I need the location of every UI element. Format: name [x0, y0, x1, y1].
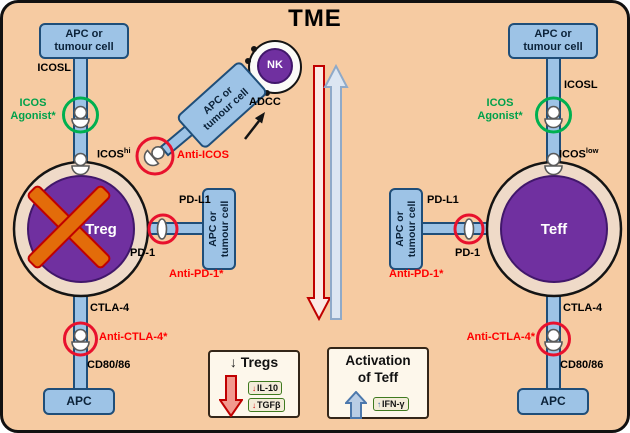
right-pdl1-label: PD-L1: [427, 194, 459, 206]
ctla4-receptor-right-icon: [544, 328, 563, 352]
teff-legend-box: Activation of Teff ↑ IFN-γ: [327, 347, 429, 419]
left-pd1-label: PD-1: [130, 247, 156, 259]
left-icos-agonist-line2: Agonist*: [10, 110, 56, 123]
teff-legend-title-line2: of Teff: [357, 369, 399, 385]
teff-cell-body: [500, 175, 608, 283]
tregs-legend-title-text: Tregs: [240, 354, 279, 370]
up-arrow-icon: ↑: [377, 399, 381, 409]
ifng-badge: ↑ IFN-γ: [373, 397, 409, 411]
icos-receptor-teff-icon: [544, 152, 563, 176]
right-pd1-label: PD-1: [455, 247, 481, 259]
right-pd-apc-tumour-box: APC or tumour cell: [389, 188, 423, 270]
right-pd-apc-tumour-line2: tumour cell: [406, 200, 418, 258]
left-icos-agonist-label: ICOS Agonist*: [4, 97, 62, 123]
right-anti-ctla4-label: Anti-CTLA-4*: [466, 331, 535, 343]
tregs-decrease-arrow: [306, 65, 332, 322]
icos-receptor-left-agonist-icon: [71, 105, 90, 129]
anti-icos-receptor-icon: [143, 146, 165, 167]
teff-activation-arrow: [323, 63, 349, 320]
right-apc-box: APC: [517, 388, 589, 415]
teff-cell-label: Teff: [540, 221, 568, 238]
left-apc-box: APC: [43, 388, 115, 415]
anti-icos-label: Anti-ICOS: [177, 149, 229, 161]
left-icos-level-base: ICOS: [97, 148, 124, 161]
left-apc-tumour-line1: APC or: [65, 28, 103, 41]
icos-receptor-right-agonist-icon: [544, 105, 563, 129]
right-icosl-label: ICOSL: [564, 79, 598, 91]
anti-pd1-ring-left: [147, 213, 179, 245]
left-icos-agonist-line1: ICOS: [19, 97, 47, 109]
teff-up-arrow-icon: [345, 391, 367, 419]
diagram-title: TME: [288, 5, 342, 32]
right-icos-level-label: ICOSlow: [559, 146, 598, 162]
anti-ctla4-ring-left: [63, 321, 98, 357]
teff-legend-title: Activation of Teff: [329, 353, 427, 387]
left-cd8086-label: CD80/86: [87, 359, 131, 371]
down-arrow-icon: ↓: [229, 354, 237, 370]
diagram-shapes: [12, 40, 623, 391]
right-icos-agonist-line1: ICOS: [486, 97, 514, 109]
down-arrow-icon: ↓: [252, 400, 256, 410]
adcc-label: ADCC: [249, 96, 281, 108]
right-ctla4-label: CTLA-4: [563, 302, 603, 314]
adcc-arrow-icon: [244, 112, 265, 140]
right-pd-apc-tumour-line1: APC or: [393, 211, 406, 247]
nk-cell-body: [257, 48, 293, 84]
icos-receptor-treg-icon: [71, 152, 90, 176]
tregs-legend-box: ↓ Tregs ↓ IL-10 ↓ TGFβ: [208, 350, 300, 418]
tregs-down-arrow-icon: [219, 375, 243, 417]
pd1-receptor-left-icon: [156, 218, 168, 240]
tgfb-label: TGFβ: [257, 400, 281, 410]
right-icos-agonist-label: ICOS Agonist*: [470, 97, 530, 123]
anti-icos-ring: [135, 136, 175, 176]
right-apc-tumour-box: APC or tumour cell: [508, 23, 598, 59]
right-icos-agonist-line2: Agonist*: [477, 110, 523, 123]
left-pdl1-label: PD-L1: [179, 194, 211, 206]
anti-ctla4-ring-right: [536, 321, 571, 357]
left-anti-ctla4-label: Anti-CTLA-4*: [99, 331, 168, 343]
icos-agonist-ring-left: [62, 96, 99, 134]
treg-cell-label: Treg: [85, 221, 117, 238]
teff-legend-title-line1: Activation: [345, 353, 411, 368]
left-pd-apc-tumour-line2: tumour cell: [219, 200, 231, 258]
adcc-bead: [251, 46, 257, 52]
nk-cell-label: NK: [267, 59, 283, 71]
treg-cross-icon: [27, 185, 111, 269]
right-apc-box-label: APC: [540, 393, 566, 408]
il10-badge: ↓ IL-10: [248, 381, 283, 395]
il10-label: IL-10: [257, 383, 279, 393]
tgfb-badge: ↓ TGFβ: [248, 398, 285, 412]
pd1-receptor-right-icon: [463, 218, 475, 240]
left-anti-pd1-label: Anti-PD-1*: [169, 268, 224, 280]
right-icos-level-base: ICOS: [559, 148, 586, 161]
left-ctla4-label: CTLA-4: [90, 302, 130, 314]
left-apc-tumour-box: APC or tumour cell: [39, 23, 129, 59]
tregs-legend-title: ↓ Tregs: [210, 354, 298, 370]
down-arrow-icon: ↓: [252, 383, 256, 393]
icos-agonist-ring-right: [535, 96, 572, 134]
right-anti-pd1-label: Anti-PD-1*: [389, 268, 444, 280]
right-icos-level-sup: low: [585, 146, 599, 155]
right-apc-tumour-line1: APC or: [534, 28, 572, 41]
right-apc-tumour-line2: tumour cell: [523, 41, 583, 53]
left-pd-apc-tumour-line1: APC or: [206, 211, 219, 247]
left-icos-level-sup: hi: [123, 146, 131, 155]
left-icosl-label: ICOSL: [37, 62, 71, 74]
anti-pd1-ring-right: [453, 213, 485, 245]
adcc-bead: [245, 58, 251, 64]
ifng-label: IFN-γ: [382, 399, 405, 409]
right-cd8086-label: CD80/86: [560, 359, 604, 371]
ctla4-receptor-left-icon: [71, 328, 90, 352]
left-icos-level-label: ICOShi: [97, 146, 131, 162]
left-apc-box-label: APC: [66, 393, 92, 408]
left-apc-tumour-line2: tumour cell: [54, 41, 114, 53]
